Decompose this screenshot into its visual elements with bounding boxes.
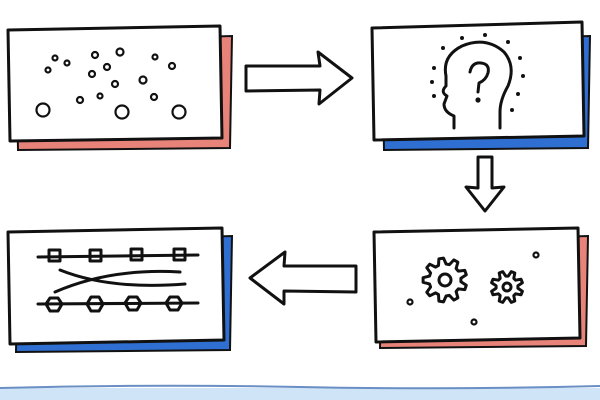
head-with-question-mark-icon [430,33,525,130]
panel-card [372,226,582,344]
linked-nodes-icon [36,247,200,313]
arrow-right-icon [244,50,354,106]
arrow-left-icon [248,250,358,306]
floor-band [0,384,600,400]
panel-scattered-data [6,24,234,152]
panel-organized-network [6,226,234,354]
panel-processing [372,226,590,350]
arrow-down-icon [464,155,506,213]
gears-icon [406,251,540,326]
panel-thinking [370,20,592,152]
panel-card [6,24,224,143]
panel-card [370,20,586,142]
scattered-dots-icon [35,47,187,120]
panel-card [6,226,226,346]
